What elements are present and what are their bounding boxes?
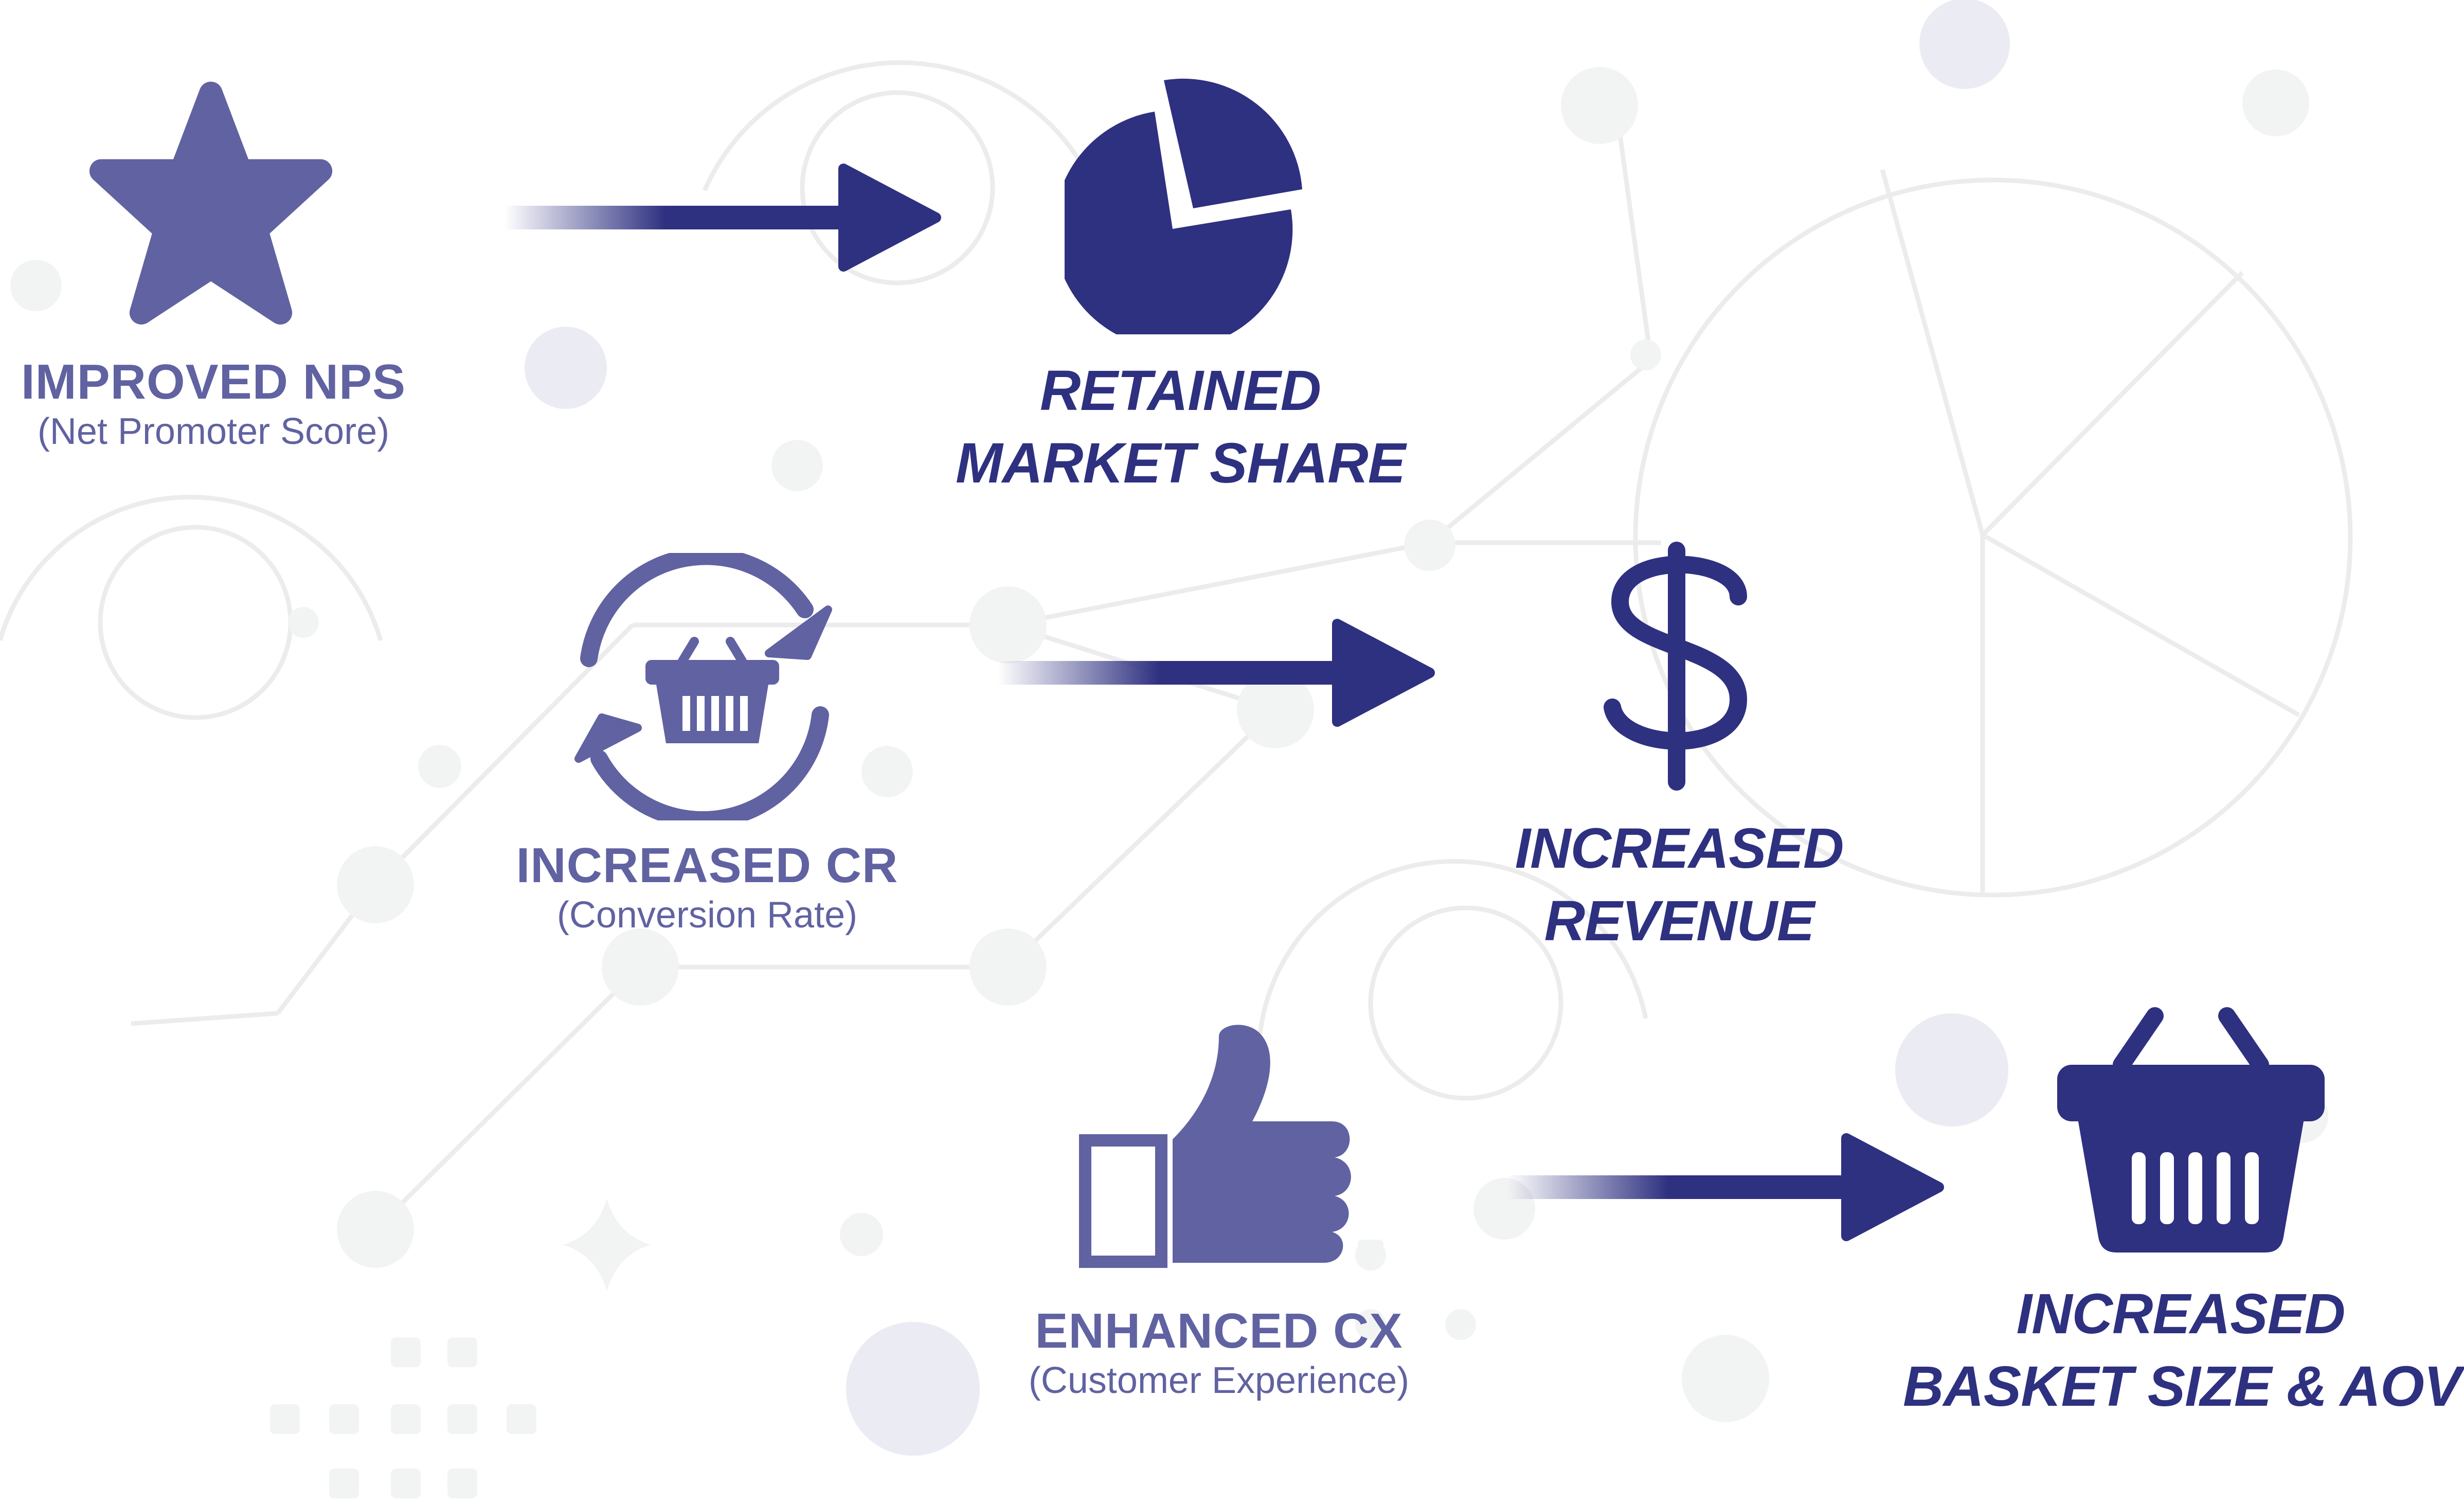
basket-icon: [2057, 1007, 2325, 1252]
cr-title: INCREASED CR: [516, 838, 898, 893]
basket-line1: INCREASED: [2016, 1282, 2346, 1346]
cr-subtitle: (Conversion Rate): [556, 894, 858, 936]
market-share-line1: RETAINED: [1039, 359, 1321, 422]
nps-node: IMPROVED NPS (Net Promoter Score): [10, 355, 417, 454]
nps-subtitle: (Net Promoter Score): [37, 410, 390, 452]
nps-title: IMPROVED NPS: [21, 354, 406, 409]
market-share-line2: MARKET SHARE: [955, 431, 1406, 495]
revenue-line2: REVENUE: [1544, 889, 1815, 953]
basket-node: INCREASED BASKET SIZE & AOV: [1903, 1278, 2461, 1423]
dollar-icon: [1604, 542, 1748, 791]
cx-node: ENHANCED CX (Customer Experience): [987, 1304, 1450, 1403]
cx-subtitle: (Customer Experience): [1028, 1359, 1410, 1401]
basket-refresh-icon: [574, 553, 832, 820]
market-share-node: RETAINED MARKET SHARE: [921, 355, 1440, 500]
arrow-nps-to-market-share: [504, 164, 941, 272]
star-icon: [89, 81, 333, 325]
revenue-line1: INCREASED: [1515, 817, 1844, 880]
thumbs-up-icon: [1079, 1025, 1351, 1268]
arrow-cr-to-revenue: [998, 619, 1435, 727]
revenue-node: INCREASED REVENUE: [1435, 813, 1923, 958]
cr-node: INCREASED CR (Conversion Rate): [481, 838, 933, 937]
arrow-cx-to-basket: [1507, 1133, 1944, 1241]
pie-chart-icon: [1065, 78, 1302, 334]
cx-title: ENHANCED CX: [1035, 1303, 1403, 1358]
basket-line2: BASKET SIZE & AOV: [1903, 1354, 2461, 1418]
